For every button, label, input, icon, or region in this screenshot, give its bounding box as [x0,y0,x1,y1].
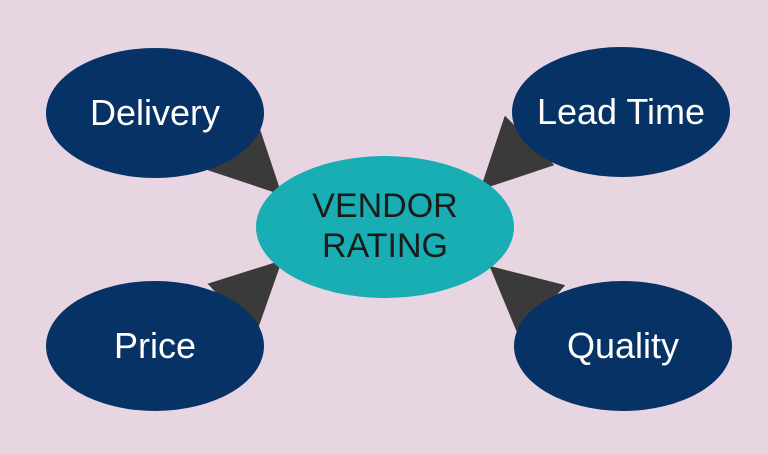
price-node: Price [46,281,264,411]
center-label-line-1: VENDOR [312,187,458,226]
quality-node: Quality [514,281,732,411]
lead-time-node: Lead Time [512,47,730,177]
arrow-price-to-center [207,260,283,335]
quality-label: Quality [566,325,680,366]
arrow-quality-to-center [489,265,566,339]
vendor-rating-center-node: VENDOR RATING [256,156,514,298]
lead-time-label: Lead Time [536,91,706,132]
center-label-line-2: RATING [322,227,448,265]
arrow-delivery-to-center [207,120,282,195]
delivery-node: Delivery [46,48,264,178]
arrow-lead-time-to-center [480,115,555,190]
price-label: Price [113,325,197,366]
delivery-label: Delivery [89,92,221,133]
